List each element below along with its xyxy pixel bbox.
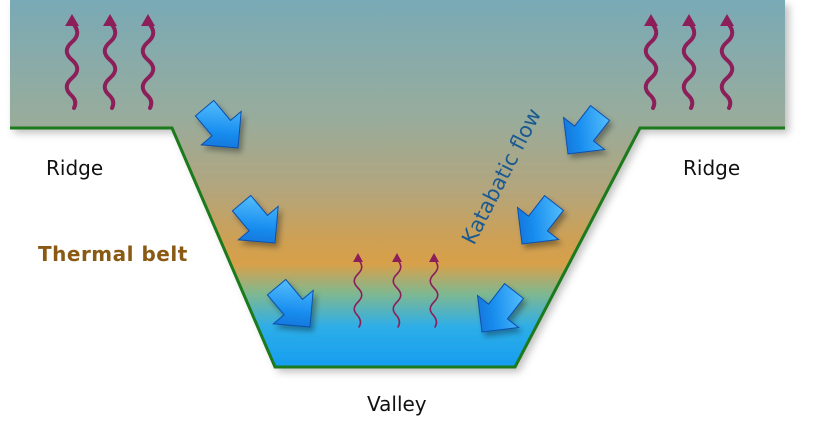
valley-label: Valley [367, 392, 427, 416]
ridge-left-label: Ridge [46, 156, 104, 180]
air-mass [10, 0, 785, 367]
thermal-belt-label: Thermal belt [38, 242, 188, 266]
ridge-right-label: Ridge [683, 156, 741, 180]
ground-profile-line [10, 126, 785, 369]
